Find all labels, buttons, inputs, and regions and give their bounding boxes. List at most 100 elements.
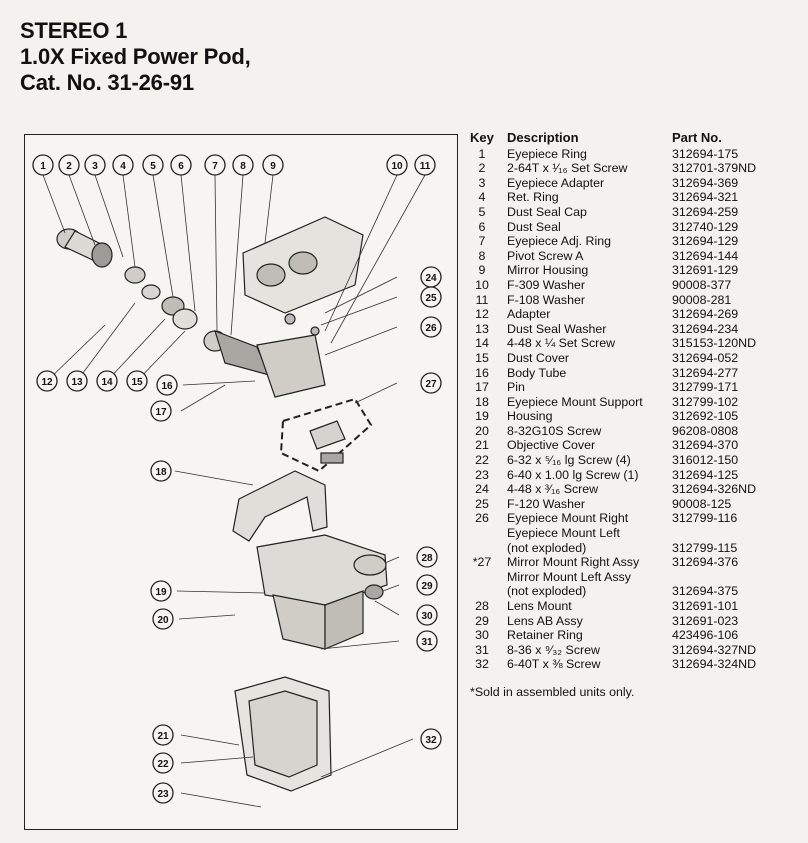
row-description: Pin bbox=[507, 380, 525, 395]
callout-circle bbox=[386, 154, 408, 176]
row-description: Mirror Housing bbox=[507, 263, 589, 278]
callout-number: 7 bbox=[212, 161, 218, 172]
row-key: 6 bbox=[478, 219, 486, 234]
row-description: Eyepiece Ring bbox=[507, 146, 587, 161]
callout-21: 21 bbox=[152, 724, 174, 746]
parts-list-header: Key Description Part No. bbox=[468, 130, 803, 146]
callout-circle bbox=[262, 154, 284, 176]
row-description: 2-64T x ¹⁄₁₆ Set Screw bbox=[507, 161, 628, 176]
row-part-no: 312694-369 bbox=[672, 175, 739, 190]
row-part-no: 90008-125 bbox=[672, 496, 732, 511]
callout-number: 9 bbox=[270, 161, 276, 172]
callout-circle bbox=[150, 580, 172, 602]
row-description: 6-40T x ⅜ Screw bbox=[507, 657, 601, 672]
callout-26: 26 bbox=[420, 316, 442, 338]
callout-circle bbox=[96, 370, 118, 392]
row-key: 16 bbox=[475, 365, 489, 380]
row-description: (not exploded) bbox=[507, 540, 587, 555]
row-part-no: 312692-105 bbox=[672, 409, 739, 424]
row-part-no: 312694-277 bbox=[672, 365, 739, 380]
row-key: 31 bbox=[475, 642, 489, 657]
row-key: *27 bbox=[472, 555, 492, 570]
row-description: Lens AB Assy bbox=[507, 613, 583, 628]
callout-circle bbox=[36, 370, 58, 392]
callout-13: 13 bbox=[66, 370, 88, 392]
callout-circle bbox=[416, 604, 438, 626]
lens-assy-shape bbox=[364, 584, 384, 600]
callout-circle bbox=[112, 154, 134, 176]
row-description: Mirror Mount Right Assy bbox=[507, 555, 640, 570]
row-key: 18 bbox=[475, 394, 489, 409]
row-part-no: 312694-370 bbox=[672, 438, 739, 453]
callout-2: 2 bbox=[58, 154, 80, 176]
callout-3: 3 bbox=[84, 154, 106, 176]
row-key bbox=[468, 526, 502, 541]
row-part-no: 423496-106 bbox=[672, 628, 739, 643]
callout-1: 1 bbox=[32, 154, 54, 176]
callout-circle bbox=[32, 154, 54, 176]
row-part-no: 312799-102 bbox=[672, 394, 739, 409]
callout-number: 29 bbox=[421, 581, 433, 592]
row-part-no: 312694-375 bbox=[672, 584, 739, 599]
row-key bbox=[468, 570, 502, 585]
row-key: 26 bbox=[475, 511, 489, 526]
callout-circle bbox=[126, 370, 148, 392]
callout-number: 27 bbox=[425, 379, 437, 390]
callout-19: 19 bbox=[150, 580, 172, 602]
callout-12: 12 bbox=[36, 370, 58, 392]
row-part-no: 312799-116 bbox=[672, 511, 738, 526]
row-key: 8 bbox=[478, 248, 486, 263]
row-part-no: 312694-125 bbox=[672, 467, 739, 482]
row-description: Dust Seal bbox=[507, 219, 561, 234]
callout-circle bbox=[416, 574, 438, 596]
row-part-no: 312740-129 bbox=[672, 219, 739, 234]
housing-side-shape bbox=[324, 590, 364, 650]
callout-circle bbox=[150, 460, 172, 482]
callout-number: 13 bbox=[71, 377, 83, 388]
title-line-1: STEREO 1 bbox=[20, 18, 128, 43]
row-part-no bbox=[672, 570, 803, 585]
callout-circle bbox=[416, 546, 438, 568]
objective-cover-inner-shape bbox=[248, 690, 318, 778]
callout-17: 17 bbox=[150, 400, 172, 422]
description-column-header: Description bbox=[507, 130, 579, 145]
row-description: Eyepiece Adj. Ring bbox=[507, 234, 612, 249]
row-key: 24 bbox=[475, 482, 489, 497]
title-line-3: Cat. No. 31-26-91 bbox=[20, 70, 194, 95]
row-description: 8-36 x ⁹⁄₃₂ Screw bbox=[507, 642, 600, 657]
callout-number: 15 bbox=[131, 377, 143, 388]
table-row: *27 Mirror Mount Right Assy 312694-376 bbox=[468, 555, 803, 570]
callout-number: 22 bbox=[157, 759, 169, 770]
row-part-no: 312694-376 bbox=[672, 555, 739, 570]
callout-14: 14 bbox=[96, 370, 118, 392]
callout-circle bbox=[150, 400, 172, 422]
callout-9: 9 bbox=[262, 154, 284, 176]
row-part-no: 312694-144 bbox=[672, 248, 739, 263]
callout-4: 4 bbox=[112, 154, 134, 176]
callout-circle bbox=[416, 630, 438, 652]
row-part-no: 312694-327ND bbox=[672, 642, 757, 657]
title-line-2: 1.0X Fixed Power Pod, bbox=[20, 44, 251, 69]
callout-circle bbox=[156, 374, 178, 396]
row-description: Objective Cover bbox=[507, 438, 596, 453]
key-column-header: Key bbox=[470, 130, 494, 145]
row-description: 8-32G10S Screw bbox=[507, 423, 602, 438]
callout-circle bbox=[232, 154, 254, 176]
callout-number: 3 bbox=[92, 161, 98, 172]
row-description: Eyepiece Mount Left bbox=[507, 526, 620, 541]
row-key: 5 bbox=[478, 204, 486, 219]
row-part-no: 312694-052 bbox=[672, 350, 739, 365]
callout-number: 12 bbox=[41, 377, 53, 388]
